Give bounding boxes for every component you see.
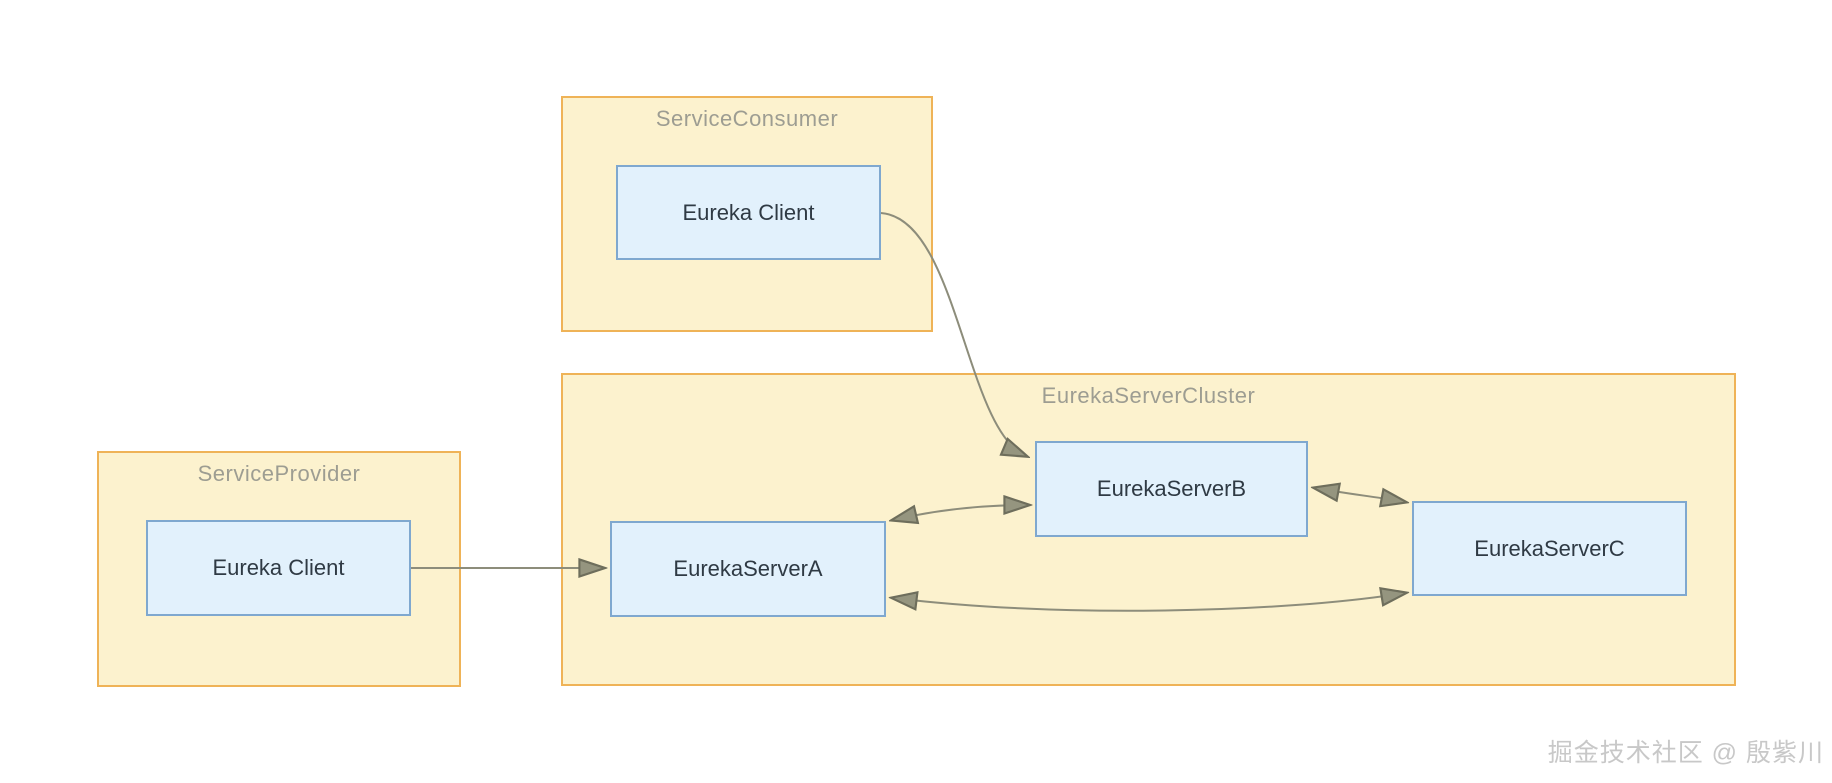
node-eureka-server-c: EurekaServerC bbox=[1412, 501, 1687, 596]
watermark: 掘金技术社区 @ 殷紫川 bbox=[1547, 739, 1824, 767]
group-title-service-consumer: ServiceConsumer bbox=[655, 106, 839, 131]
group-title-service-provider: ServiceProvider bbox=[197, 461, 361, 486]
node-eureka-client-provider: Eureka Client bbox=[146, 520, 411, 616]
node-eureka-server-a: EurekaServerA bbox=[610, 521, 886, 617]
node-eureka-server-b: EurekaServerB bbox=[1035, 441, 1308, 537]
node-eureka-client-consumer: Eureka Client bbox=[616, 165, 881, 260]
group-title-eureka-server-cluster: EurekaServerCluster bbox=[1041, 383, 1256, 408]
